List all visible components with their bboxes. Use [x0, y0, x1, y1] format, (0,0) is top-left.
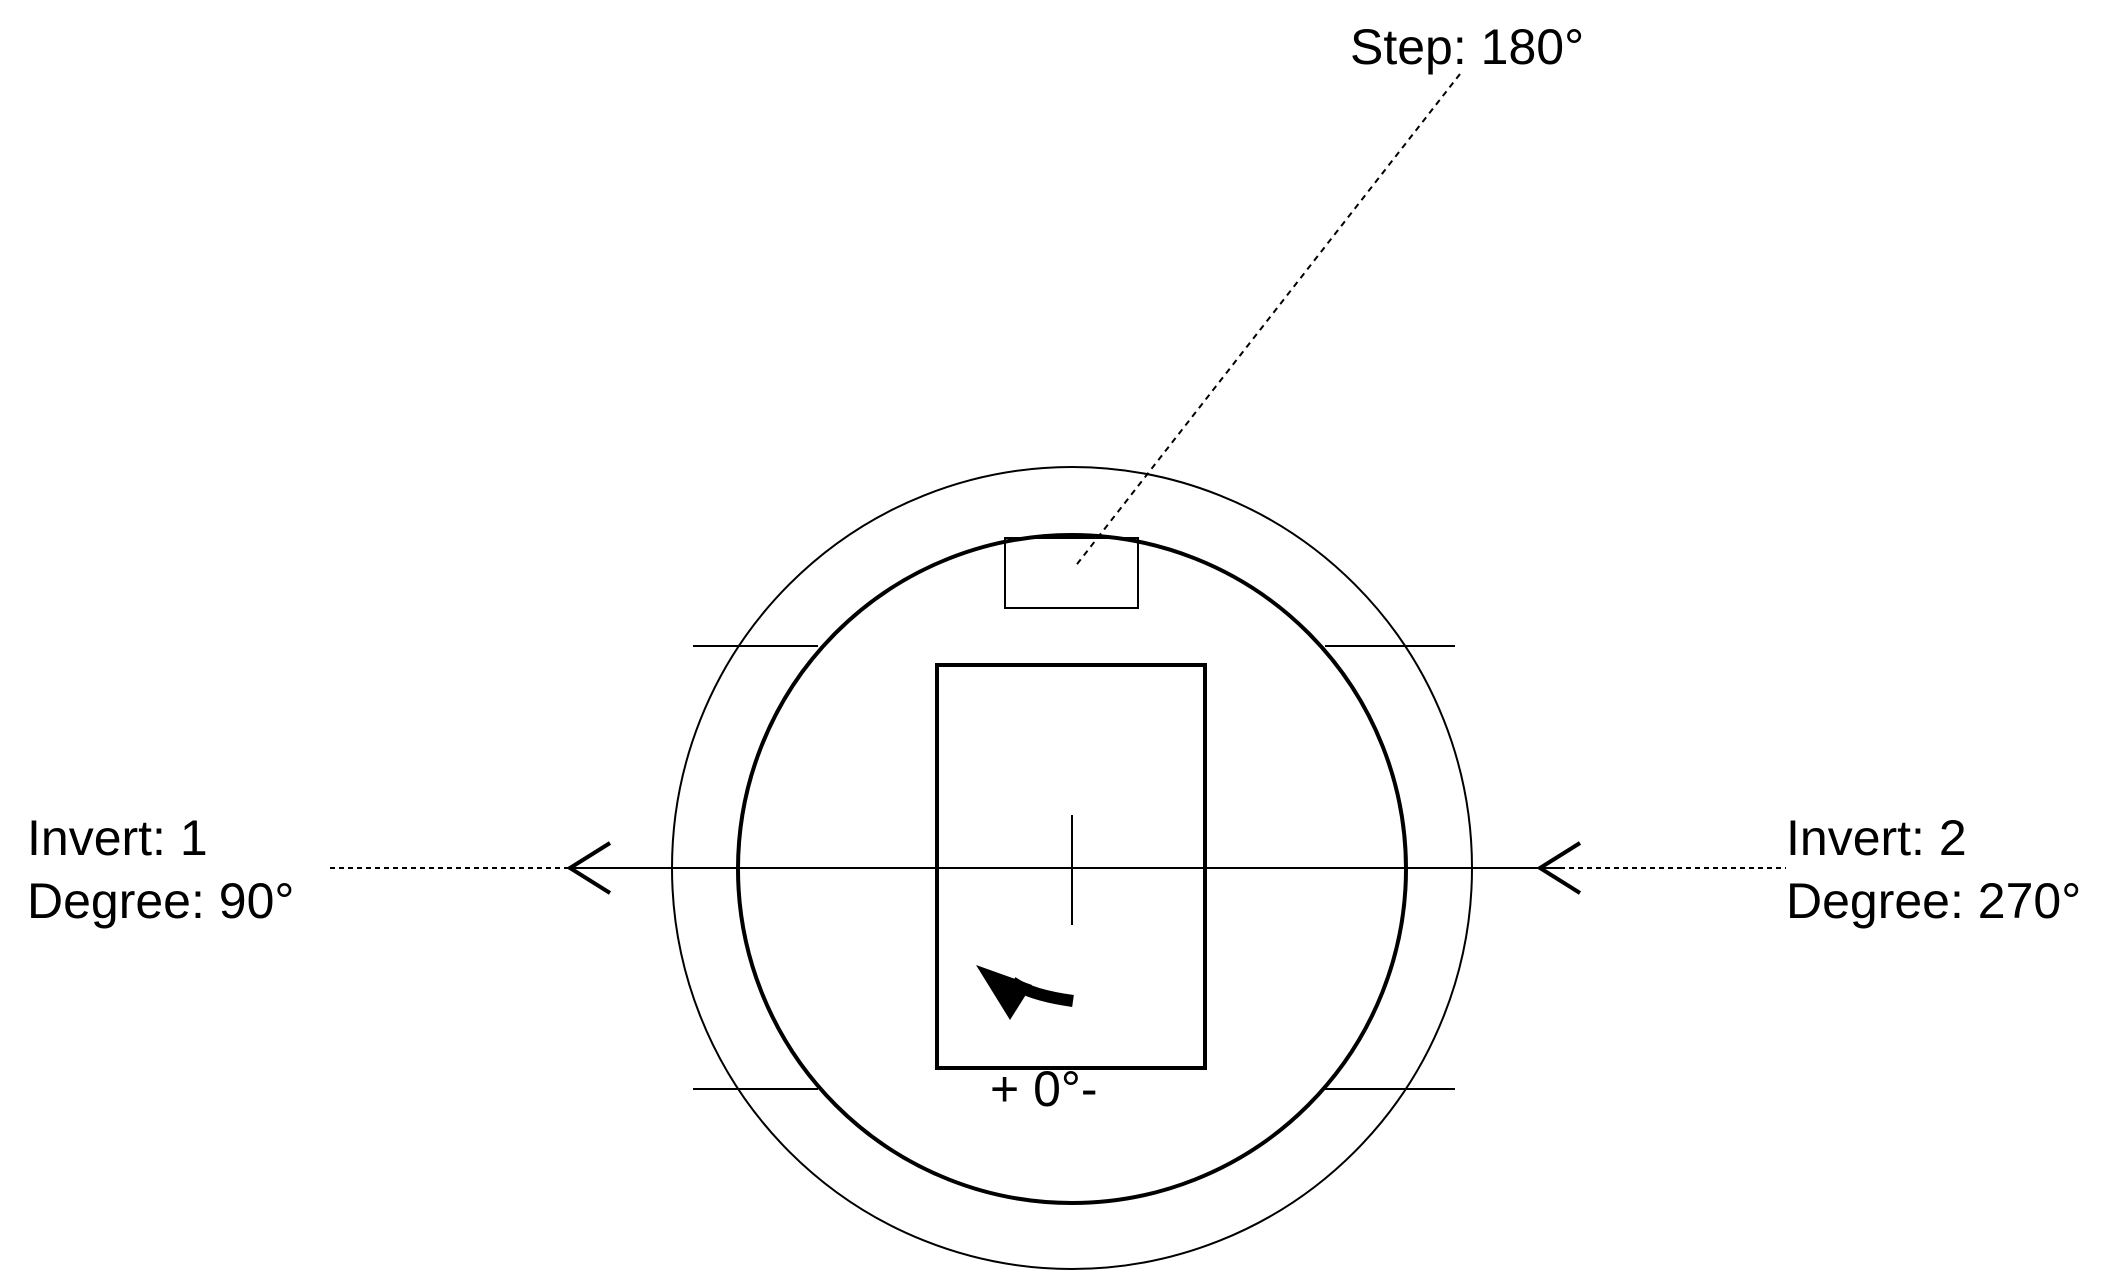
rotation-arrow-icon	[976, 965, 1074, 1020]
left-degree-label: Degree: 90°	[27, 873, 294, 929]
right-invert-label: Invert: 2	[1786, 810, 1967, 866]
right-arrowhead-icon	[1536, 841, 1582, 895]
left-arrowhead-icon	[566, 841, 612, 895]
right-degree-label: Degree: 270°	[1786, 873, 2081, 929]
rotation-label: + 0°-	[990, 1061, 1098, 1117]
step-marker-box	[1004, 537, 1139, 609]
step-dotted-leader	[1073, 73, 1461, 569]
left-invert-label: Invert: 1	[27, 810, 208, 866]
step-label: Step: 180°	[1350, 19, 1584, 75]
center-rectangle	[935, 663, 1207, 1070]
